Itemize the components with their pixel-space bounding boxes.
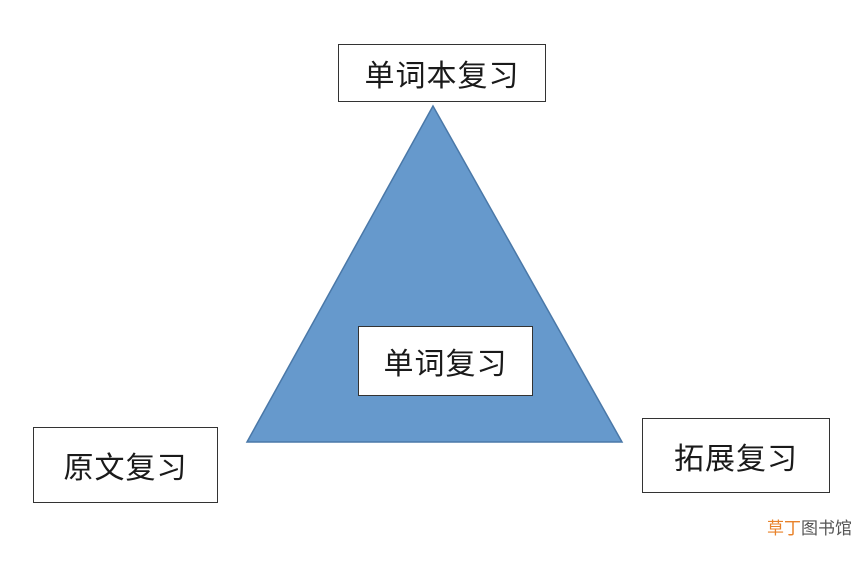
top-label: 单词本复习 (364, 59, 520, 94)
watermark-part2: 图书馆 (801, 519, 852, 539)
watermark-part1: 草丁 (767, 519, 801, 539)
watermark: 草丁图书馆 (767, 514, 852, 539)
right-label: 拓展复习 (674, 441, 798, 477)
center-label: 单词复习 (383, 347, 508, 382)
right-label-box: 拓展复习 (642, 418, 830, 493)
center-label-box: 单词复习 (358, 326, 533, 396)
left-label: 原文复习 (63, 451, 188, 486)
top-label-box: 单词本复习 (338, 44, 546, 102)
left-label-box: 原文复习 (33, 427, 218, 503)
